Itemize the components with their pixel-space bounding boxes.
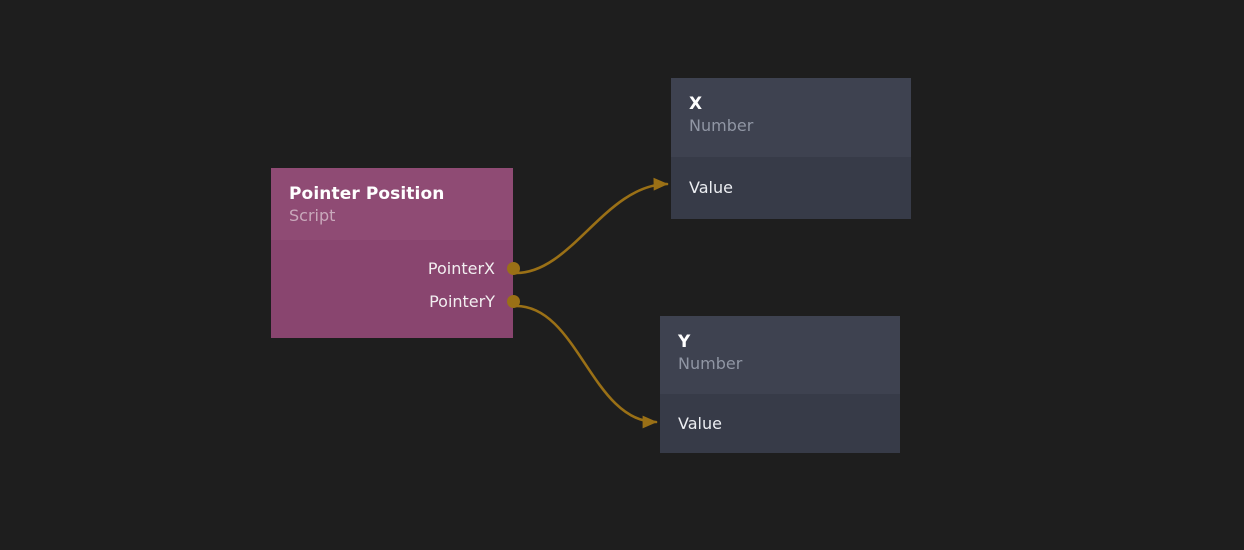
node-title: X — [689, 94, 703, 114]
node-y[interactable]: Y Number Value — [660, 316, 900, 453]
node-subtitle: Number — [689, 116, 754, 136]
edge-pointerx-to-x-value — [514, 177, 669, 275]
input-port-value[interactable]: Value — [671, 157, 911, 219]
output-port-dot-icon[interactable] — [507, 295, 520, 308]
node-body: PointerX PointerY — [271, 240, 520, 338]
node-x[interactable]: X Number Value — [671, 78, 911, 219]
node-title: Y — [678, 332, 691, 352]
output-port-pointery[interactable]: PointerY — [271, 285, 520, 318]
output-port-label: PointerX — [427, 258, 495, 278]
node-body: Value — [660, 394, 900, 453]
input-port-value[interactable]: Value — [660, 394, 900, 453]
output-port-dot-icon[interactable] — [507, 262, 520, 275]
input-port-label: Value — [689, 178, 733, 197]
node-header[interactable]: X Number — [671, 78, 911, 157]
node-header[interactable]: Pointer Position Script — [271, 168, 513, 240]
output-port-label: PointerY — [429, 291, 495, 311]
node-header[interactable]: Y Number — [660, 316, 900, 394]
node-pointer-position[interactable]: Pointer Position Script PointerX Pointer… — [271, 168, 520, 338]
node-subtitle: Number — [678, 354, 743, 374]
edge-pointery-to-y-value — [514, 304, 658, 429]
node-subtitle: Script — [289, 206, 336, 226]
output-port-pointerx[interactable]: PointerX — [271, 252, 520, 285]
node-title: Pointer Position — [289, 184, 445, 204]
input-port-label: Value — [678, 413, 722, 433]
node-body: Value — [671, 157, 911, 219]
